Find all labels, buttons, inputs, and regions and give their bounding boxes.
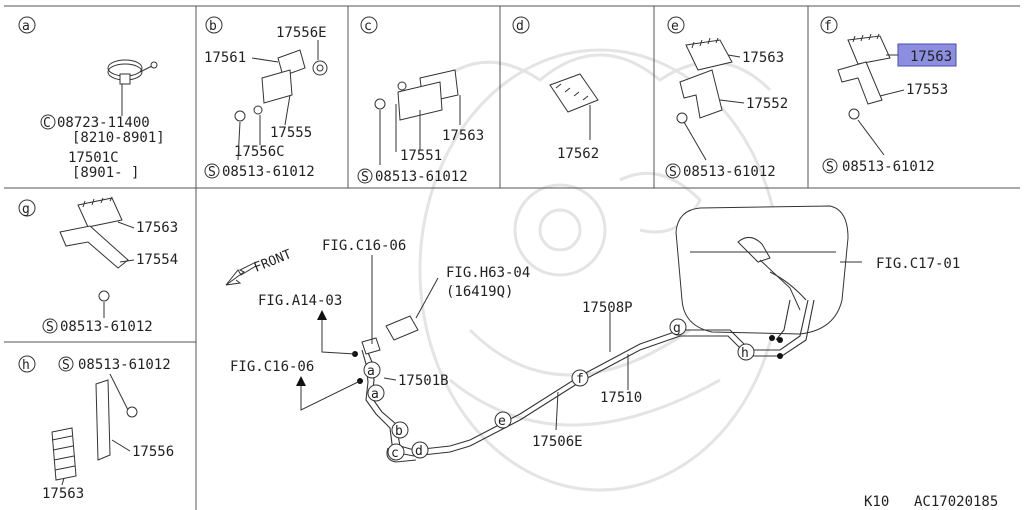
s-mark-h: S <box>62 358 70 373</box>
clip-letter: e <box>498 414 506 429</box>
part-b-17561: 17561 <box>204 50 246 66</box>
part-f-08513: 08513-61012 <box>842 159 935 175</box>
clip-letter: f <box>576 372 584 387</box>
front-arrow-icon <box>225 261 257 286</box>
section-e: e 17563 17552 S 08513-61012 <box>665 16 788 180</box>
part-a-date1: [8210-8901] <box>72 130 165 146</box>
part-c-17551: 17551 <box>400 148 442 164</box>
part-b-17556E: 17556E <box>276 25 327 41</box>
clip-letter: b <box>395 424 403 439</box>
ref-c17: FIG.C17-01 <box>876 256 960 272</box>
part-h-17556: 17556 <box>132 444 174 460</box>
clip-letter: c <box>391 446 399 461</box>
part-d-17562: 17562 <box>557 146 599 162</box>
clip-letter: d <box>415 444 423 459</box>
s-mark-g: S <box>46 320 54 335</box>
s-mark-e: S <box>669 165 677 180</box>
hose-clamp-icon <box>107 59 158 85</box>
section-c-letter: c <box>364 19 372 34</box>
section-h: h S 08513-61012 17556 17563 <box>18 355 174 502</box>
ref-h63: FIG.H63-04 <box>446 265 530 281</box>
part-17501B: 17501B <box>398 373 449 389</box>
section-d-letter: d <box>516 19 524 34</box>
ref-a14: FIG.A14-03 <box>258 293 342 309</box>
pipe-clip-icon <box>549 73 599 113</box>
section-c: c 17551 17563 S 08513-61012 <box>357 16 484 185</box>
fuel-tank-icon <box>675 205 849 335</box>
part-b-08513: 08513-61012 <box>222 164 315 180</box>
grid-lines <box>4 5 1020 510</box>
clip-letter: a <box>371 387 379 402</box>
part-c-17563: 17563 <box>442 128 484 144</box>
part-b-17556C: 17556C <box>234 144 285 160</box>
part-g-08513: 08513-61012 <box>60 319 153 335</box>
part-f-17563: 17563 <box>910 49 952 65</box>
part-17508P: 17508P <box>582 300 633 316</box>
clip-bracket-icon <box>59 196 129 302</box>
clip-bracket-icon <box>51 379 138 481</box>
section-a: a C 08723-11400 [8210-8901] 17501C [8901… <box>18 16 165 181</box>
section-g-letter: g <box>22 202 30 217</box>
footer-code: AC17020185 <box>914 494 998 510</box>
part-a-number2: 17501C <box>68 150 119 166</box>
section-f: f 17563 17553 S 08513-61012 <box>820 16 957 175</box>
s-mark-b: S <box>208 165 216 180</box>
part-17510: 17510 <box>600 390 642 406</box>
c-mark: C <box>43 116 51 131</box>
main-assembly: FRONT <box>225 205 960 463</box>
clip-bracket-icon <box>837 33 891 120</box>
part-17506E: 17506E <box>532 434 583 450</box>
part-e-17552: 17552 <box>746 96 788 112</box>
part-b-17555: 17555 <box>270 125 312 141</box>
section-b-letter: b <box>209 19 217 34</box>
part-c-08513: 08513-61012 <box>375 169 468 185</box>
part-a-date2: [8901- ] <box>72 165 139 181</box>
s-mark-c: S <box>361 170 369 185</box>
part-e-17563: 17563 <box>742 50 784 66</box>
part-a-number: 08723-11400 <box>57 115 150 131</box>
part-g-17563: 17563 <box>136 220 178 236</box>
s-mark-f: S <box>826 160 834 175</box>
clip-letter: h <box>741 346 749 361</box>
section-a-letter: a <box>22 19 30 34</box>
ref-c16-bottom: FIG.C16-06 <box>230 359 314 375</box>
section-f-letter: f <box>824 19 832 34</box>
part-h-17563: 17563 <box>42 486 84 502</box>
bracket-clip-icon <box>234 49 328 122</box>
part-e-08513: 08513-61012 <box>683 164 776 180</box>
section-h-letter: h <box>22 358 30 373</box>
part-g-17554: 17554 <box>136 252 178 268</box>
section-d: d 17562 <box>512 16 599 162</box>
up-arrow-icon <box>296 310 327 386</box>
bracket-clip-icon <box>374 69 459 121</box>
filler-connector-icon <box>361 315 419 355</box>
part-h-08513: 08513-61012 <box>78 357 171 373</box>
section-g: g 17563 17554 S 08513-61012 <box>18 196 178 335</box>
section-e-letter: e <box>671 19 679 34</box>
front-label: FRONT <box>252 247 294 276</box>
footer-model: K10 <box>864 494 889 510</box>
clip-letter: a <box>367 364 375 379</box>
ref-c16-top: FIG.C16-06 <box>322 238 406 254</box>
part-f-17553: 17553 <box>906 82 948 98</box>
ref-h63-sub: (16419Q) <box>446 284 513 300</box>
clip-letter: g <box>673 321 681 336</box>
clip-bracket-icon <box>676 37 733 124</box>
section-b: b 17561 17556E 17555 17556C S 08513-6101… <box>204 16 328 180</box>
